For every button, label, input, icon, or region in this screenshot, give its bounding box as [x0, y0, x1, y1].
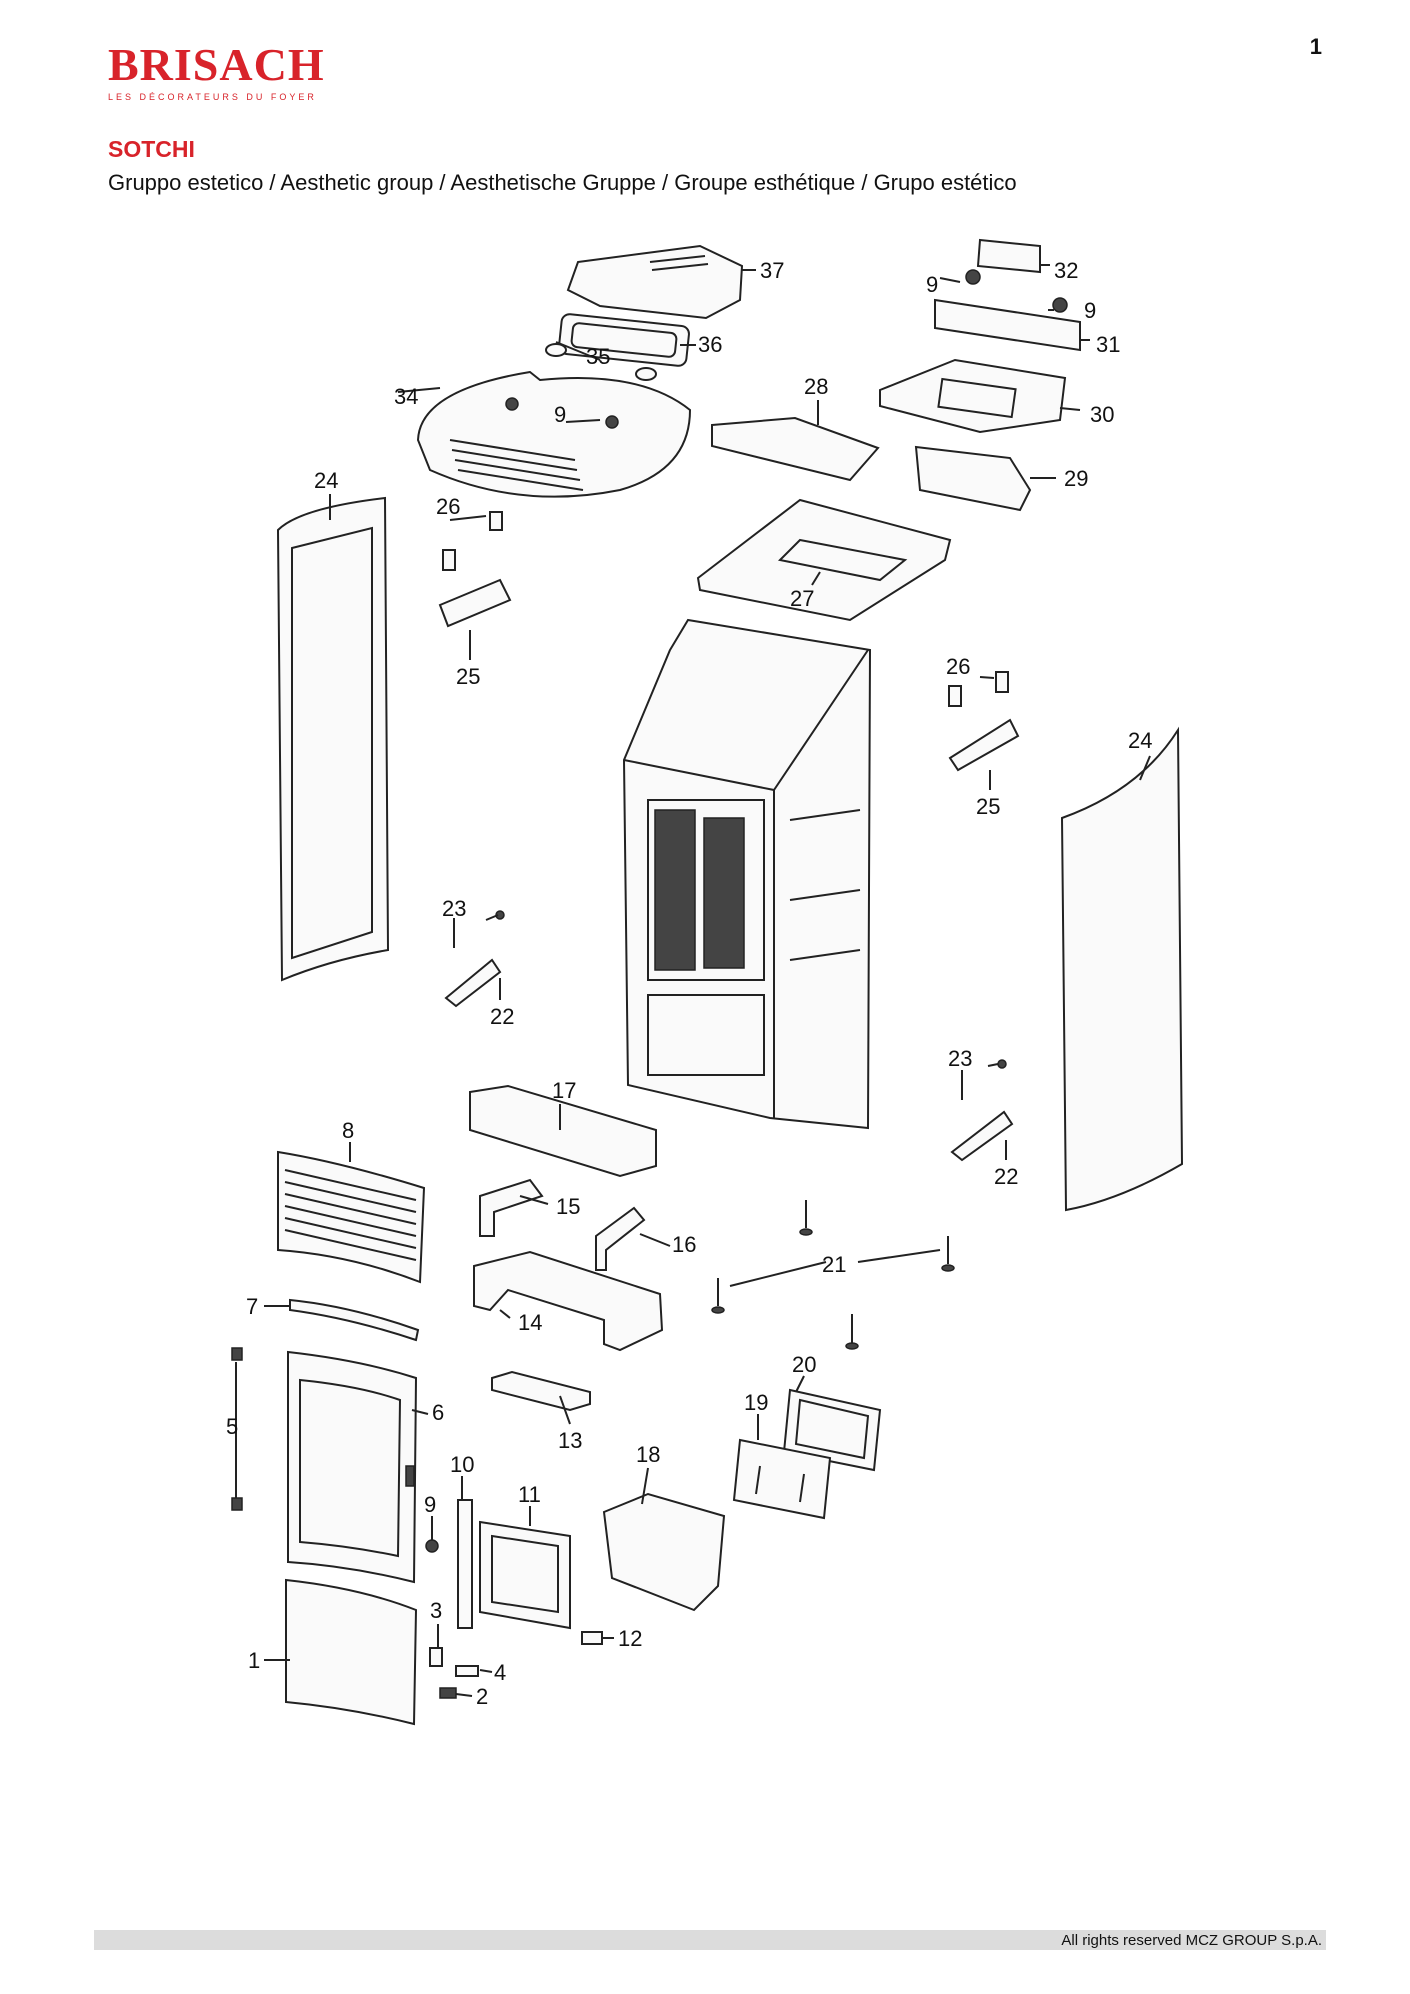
- callout-label: 13: [558, 1428, 582, 1453]
- callout-label: 24: [1128, 728, 1152, 753]
- callout-label: 7: [246, 1294, 258, 1319]
- footer-copyright: All rights reserved MCZ GROUP S.p.A.: [1061, 1932, 1322, 1949]
- callout-label: 9: [926, 272, 938, 297]
- callout-label: 26: [946, 654, 970, 679]
- section-subtitle: Gruppo estetico / Aesthetic group / Aest…: [108, 170, 1017, 195]
- callout-label: 34: [394, 384, 418, 409]
- part-bracket-25-right: [948, 718, 1020, 772]
- callout-label: 25: [456, 664, 480, 689]
- callout-label: 32: [1054, 258, 1078, 283]
- callout-label: 36: [698, 332, 722, 357]
- callout-label: 17: [552, 1078, 576, 1103]
- callout-label: 21: [822, 1252, 846, 1277]
- part-gasket-19: [732, 1438, 832, 1520]
- part-panel-28: [711, 416, 880, 482]
- callout-label: 22: [994, 1164, 1018, 1189]
- part-bracket-16: [595, 1206, 646, 1271]
- part-ash-pan-18: [602, 1492, 726, 1612]
- callout-label: 31: [1096, 332, 1120, 357]
- part-latch-3: [429, 1647, 443, 1667]
- footer-bar: [94, 1930, 1326, 1950]
- callout-label: 9: [554, 402, 566, 427]
- leader-lines: [264, 277, 1151, 1697]
- callout-label: 4: [494, 1660, 506, 1685]
- part-stove-body: [622, 618, 872, 1130]
- callout-label: 2: [476, 1684, 488, 1709]
- callout-label: 10: [450, 1452, 474, 1477]
- part-box-29: [914, 445, 1056, 512]
- part-washers: [545, 343, 657, 381]
- part-frame-14: [473, 1250, 664, 1352]
- callout-label: 1: [248, 1648, 260, 1673]
- part-bracket-22-left: [444, 958, 502, 1008]
- callout-label: 27: [790, 586, 814, 611]
- part-catch-2: [439, 1687, 457, 1699]
- part-top-frame-27: [696, 498, 952, 622]
- callout-label: 35: [586, 344, 610, 369]
- part-gasket-20: [782, 1388, 882, 1472]
- callout-label: 16: [672, 1232, 696, 1257]
- part-side-panel-left: [276, 496, 390, 982]
- part-spacers-26-right: [948, 671, 1009, 707]
- part-bracket-32: [976, 238, 1050, 274]
- part-frame-11: [479, 1520, 571, 1630]
- part-top-lid: [566, 244, 756, 320]
- part-bar-7: [289, 1298, 420, 1342]
- callout-label: 5: [226, 1414, 238, 1439]
- part-screw-9a: [965, 269, 981, 285]
- callout-label: 23: [948, 1046, 972, 1071]
- callout-label: 9: [1084, 298, 1096, 323]
- part-rail-10: [457, 1499, 473, 1629]
- part-bracket-22-right: [950, 1110, 1014, 1162]
- callout-label: 23: [442, 896, 466, 921]
- brand-logo: BRISACH LES DÉCORATEURS DU FOYER: [108, 39, 325, 103]
- product-title: SOTCHI: [108, 136, 195, 162]
- callout-label: 25: [976, 794, 1000, 819]
- part-plate-30: [879, 358, 1081, 434]
- part-side-panel-right: [1060, 726, 1184, 1212]
- part-screw-9b: [1052, 297, 1068, 313]
- part-top-plate: [397, 370, 692, 498]
- part-bracket-25-left: [438, 578, 512, 628]
- callout-label: 26: [436, 494, 460, 519]
- callout-label: 30: [1090, 402, 1114, 427]
- part-pin-4: [455, 1665, 479, 1677]
- part-feet-21: [711, 1200, 955, 1350]
- callout-labels: 37 32 9 9 31 36 35 34 9 28 30 29 24 26 2…: [226, 258, 1152, 1709]
- page-number: 1: [1309, 34, 1322, 59]
- callout-label: 8: [342, 1118, 354, 1143]
- part-front-grille: [277, 1150, 426, 1284]
- callout-label: 18: [636, 1442, 660, 1467]
- callout-label: 37: [760, 258, 784, 283]
- part-door-6: [287, 1350, 418, 1584]
- part-bracket-17: [469, 1084, 657, 1178]
- callout-label: 24: [314, 468, 338, 493]
- callout-label: 3: [430, 1598, 442, 1623]
- part-spacers-26-left: [442, 511, 503, 571]
- callout-label: 14: [518, 1310, 542, 1335]
- callout-label: 12: [618, 1626, 642, 1651]
- part-bracket-13: [491, 1370, 591, 1412]
- callout-label: 29: [1064, 466, 1088, 491]
- part-knob-12: [581, 1631, 603, 1645]
- part-front-cover-1: [285, 1578, 418, 1726]
- part-hinge-5: [231, 1347, 243, 1511]
- part-gasket-frame: [558, 313, 696, 367]
- callout-label: 22: [490, 1004, 514, 1029]
- callout-label: 19: [744, 1390, 768, 1415]
- callout-label: 6: [432, 1400, 444, 1425]
- part-screw-9c: [425, 1539, 439, 1553]
- logo-wordmark: BRISACH: [108, 39, 325, 90]
- callout-label: 9: [424, 1492, 436, 1517]
- callout-label: 15: [556, 1194, 580, 1219]
- part-bracket-15: [479, 1178, 544, 1237]
- logo-tagline: LES DÉCORATEURS DU FOYER: [108, 92, 317, 102]
- part-bracket-31: [934, 298, 1090, 352]
- callout-label: 28: [804, 374, 828, 399]
- callout-label: 11: [518, 1482, 541, 1507]
- callout-label: 20: [792, 1352, 816, 1377]
